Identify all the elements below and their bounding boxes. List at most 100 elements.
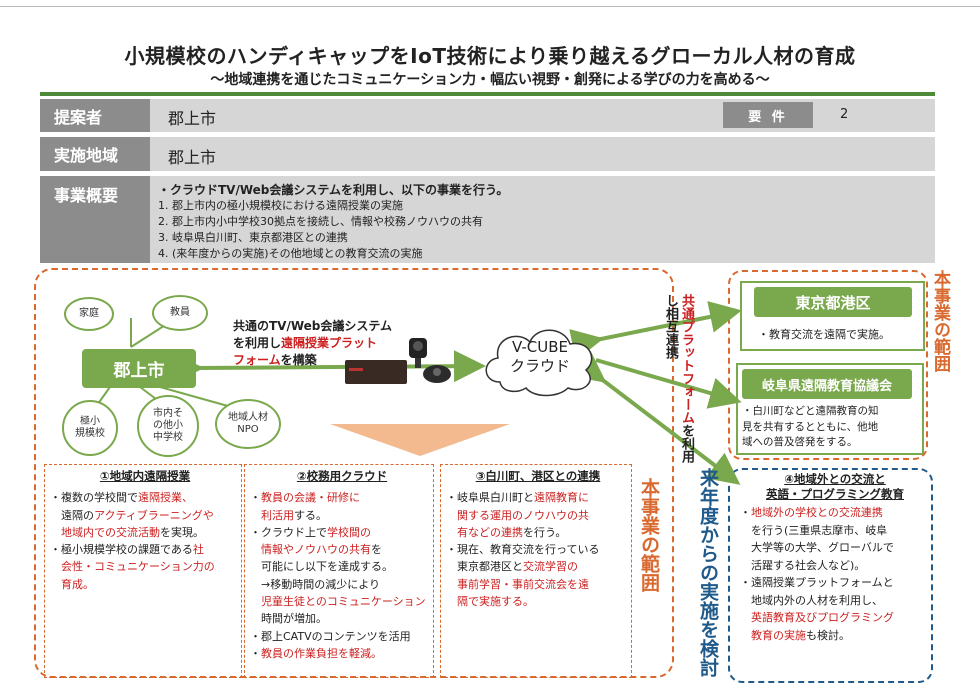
column-2-frame [244, 464, 434, 678]
column-text [446, 578, 457, 591]
column-line: ・遠隔授業プラットフォームと [740, 574, 930, 592]
column-line: 地域内での交流活動を実現。 [50, 524, 240, 541]
column-text: も検討。 [806, 628, 850, 642]
system-line-highlight: 遠隔授業プラット [281, 336, 378, 350]
column-text: ・クラウド上で [250, 525, 327, 539]
column-text: 遠隔の [50, 508, 94, 522]
summary-label: 事業概要 [40, 176, 150, 263]
page-title: 小規模校のハンディキャップをIoT技術により乗り越えるグローカル人材の育成 [124, 44, 856, 68]
summary-item: 1. 郡上市内の極小規模校における遠隔授業の実施 [158, 199, 403, 212]
column-header: ④地域外との交流と 英語・プログラミング教育 [740, 472, 930, 502]
column-text [740, 611, 751, 624]
page-subtitle: ～地域連携を通じたコミュニケーション力・幅広い視野・創発による学びの力を高める～ [210, 72, 770, 88]
summary-row: 事業概要 ・クラウドTV/Web会議システムを利用し、以下の事業を行う。 1. … [40, 176, 935, 263]
gifu-council-text: ・白川町などと遠隔教育の知 見を共有するとともに、他地 域への普及啓発をする。 [742, 404, 879, 451]
column-line: 利活用する。 [250, 507, 434, 524]
column-line: ・極小規模学校の課題である社 [50, 541, 240, 558]
column-text [250, 543, 261, 556]
system-line-highlight: フォーム [233, 353, 281, 367]
column-text: ・ [740, 506, 751, 519]
column-highlight-text: アクティブラーニングや [94, 508, 214, 522]
node-teacher-label: 教員 [170, 307, 190, 318]
column-line: ・地域外の学校との交流連携 [740, 504, 930, 522]
column-line: 育成。 [50, 576, 240, 593]
node-teacher: 教員 [152, 295, 208, 331]
column-3-frame [440, 464, 632, 678]
title-underline [40, 92, 935, 96]
column-highlight-text: 事前学習・事前交流会を遠 [457, 577, 589, 591]
node-other-schools-label: の他小 [153, 420, 183, 431]
column-text: 時間が増加。 [250, 612, 327, 626]
column-line: 活躍する社会人など)。 [740, 557, 930, 575]
proposer-row: 提案者 郡上市 要 件 2 [40, 99, 935, 132]
column-line: 大学等の大学、グローバルで [740, 539, 930, 557]
gifu-council-line: ・白川町などと遠隔教育の知 [742, 405, 879, 417]
column-text: ・岐阜県白川町と [446, 491, 534, 505]
column-text: を行う。 [523, 525, 567, 539]
column-highlight-text: 交流学習の [523, 560, 578, 574]
column-highlight-text: 社 [192, 543, 204, 557]
column-line: を行う(三重県志摩市、岐阜 [740, 522, 930, 540]
node-local-npo-label: 地域人材 [228, 412, 268, 423]
column-text: ・郡上CATVのコンテンツを活用 [250, 629, 411, 643]
system-description: 共通のTV/Web会議システム を利用し遠隔授業プラット フォームを構築 [233, 318, 392, 369]
column-text: 東京都港区と [446, 560, 523, 574]
column-text: ・極小規模学校の課題である [50, 543, 193, 557]
column-highlight-text: 地域外の学校との交流連携 [751, 506, 883, 519]
tokyo-minato-text: ・教育交流を遠隔で実施。 [758, 328, 890, 341]
column-text: ・ [250, 491, 261, 505]
column-text: を実現。 [160, 525, 204, 539]
node-home-label: 家庭 [79, 308, 99, 319]
gifu-council-line: 見を共有するとともに、他地 [742, 420, 879, 433]
column-text [446, 595, 457, 608]
area-label: 実施地域 [40, 137, 150, 171]
column-line: 有などの連携を行う。 [446, 524, 630, 541]
column-line: ・クラウド上で学校間の [250, 524, 434, 541]
platform-text: を利用し相互連携 [663, 294, 694, 463]
conference-device-image [345, 338, 451, 384]
cloud-shape [485, 329, 593, 397]
column-line: 隔で実施する。 [446, 593, 630, 610]
column-text: →移動時間の減少により [250, 577, 380, 591]
column-header-line: 英語・プログラミング教育 [766, 487, 904, 501]
column-text: 可能にし以下を達成する。 [250, 560, 393, 574]
column-line: 地域内外の人材を利用し、 [740, 592, 930, 610]
proposer-value: 郡上市 [168, 109, 217, 128]
summary-item: 3. 岐阜県白川町、東京都港区との連携 [158, 231, 348, 244]
column-highlight-text: 教員の作業負担を軽減。 [261, 646, 382, 660]
node-home: 家庭 [64, 297, 114, 331]
column-highlight-text: 遠隔授業、 [138, 491, 193, 505]
column-line: 事前学習・事前交流会を遠 [446, 576, 630, 593]
column-admin-cloud: ②校務用クラウド ・教員の会議・研修に 利活用する。・クラウド上で学校間の 情報… [250, 468, 434, 662]
cloud-label-line: V-CUBE [511, 338, 568, 356]
column-highlight-text: 会性・コミュニケーション力の [61, 560, 215, 574]
column-highlight-text: 教育の実施 [751, 628, 806, 642]
column-highlight-text: 利活用 [261, 508, 294, 522]
column-highlight-text: 児童生徒とのコミュニケーション [261, 595, 426, 609]
platform-vertical-text: 共通プラットフォームを利用し相互連携 [662, 294, 694, 464]
column-header-line: ④地域外との交流と [784, 472, 886, 486]
summary-item: 2. 郡上市内小中学校30拠点を接続し、情報や校務ノウハウの共有 [158, 215, 483, 228]
column-line: 遠隔のアクティブラーニングや [50, 507, 240, 524]
system-line: 共通のTV/Web会議システム [233, 319, 393, 333]
area-value: 郡上市 [168, 148, 217, 167]
column-highlight-text: 教員の会議・研修に [261, 491, 360, 505]
column-text: ・現在、教育交流を行っている [446, 543, 600, 557]
column-highlight-text: 遠隔教育に [534, 491, 589, 505]
column-text: ・複数の学校間で [50, 491, 138, 505]
column-line: ・現在、教育交流を行っている [446, 541, 630, 558]
downward-triangle [330, 424, 510, 456]
column-line: 会性・コミュニケーション力の [50, 558, 240, 575]
column-text: を [371, 543, 382, 557]
hub-gujo-city: 郡上市 [82, 349, 196, 388]
summary-content: ・クラウドTV/Web会議システムを利用し、以下の事業を行う。 1. 郡上市内の… [158, 182, 508, 262]
column-text [446, 509, 457, 522]
column-line: 時間が増加。 [250, 610, 434, 627]
column-text: する。 [294, 508, 327, 522]
column-text [250, 509, 261, 522]
column-line: 情報やノウハウの共有を [250, 541, 434, 558]
column-highlight-text: 有などの連携 [457, 525, 523, 539]
column-line: 関する運用のノウハウの共 [446, 507, 630, 524]
